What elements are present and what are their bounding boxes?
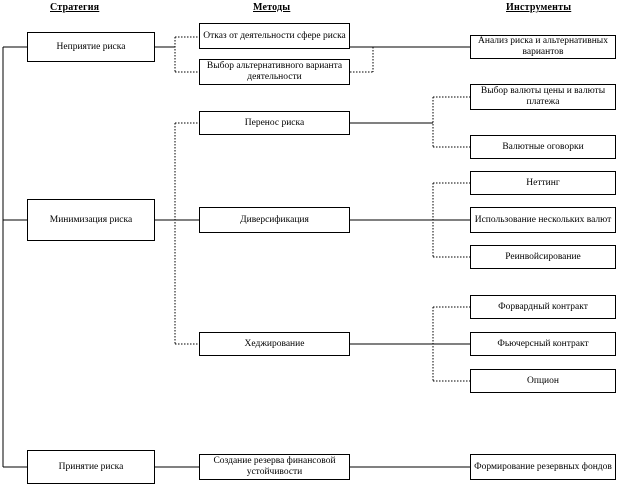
header-methods: Методы [253, 2, 291, 13]
instrument-futures-box: Фьючерсный контракт [470, 332, 616, 356]
instrument-reinvoicing-box: Реинвойсирование [470, 245, 616, 269]
instrument-option-box: Опцион [470, 369, 616, 393]
method-refuse-box: Отказ от деятельности сфере риска [199, 23, 350, 49]
method-hedge-box: Хеджирование [199, 332, 350, 356]
instrument-multi-currency-box: Использование нескольких валют [470, 207, 616, 233]
header-strategies: Стратегия [50, 2, 100, 13]
method-diversify-box: Диверсификация [199, 207, 350, 233]
strategy-avoid-box: Неприятие риска [27, 32, 155, 62]
instrument-analysis-box: Анализ риска и альтернативных вариантов [470, 35, 616, 59]
instrument-forward-box: Форвардный контракт [470, 295, 616, 319]
method-reserve-box: Создание резерва финансовой устойчивости [199, 454, 350, 480]
strategy-accept-box: Принятие риска [27, 450, 155, 484]
instrument-currency-choice-box: Выбор валюты цены и валюты платежа [470, 84, 616, 110]
instrument-currency-clauses-box: Валютные оговорки [470, 135, 616, 159]
header-instruments: Инструменты [506, 2, 572, 13]
method-alternative-box: Выбор альтернативного варианта деятельно… [199, 59, 350, 85]
strategy-minimize-box: Минимизация риска [27, 199, 155, 241]
method-transfer-box: Перенос риска [199, 111, 350, 135]
instrument-netting-box: Неттинг [470, 171, 616, 195]
instrument-reserve-funds-box: Формирование резервных фондов [470, 454, 616, 480]
